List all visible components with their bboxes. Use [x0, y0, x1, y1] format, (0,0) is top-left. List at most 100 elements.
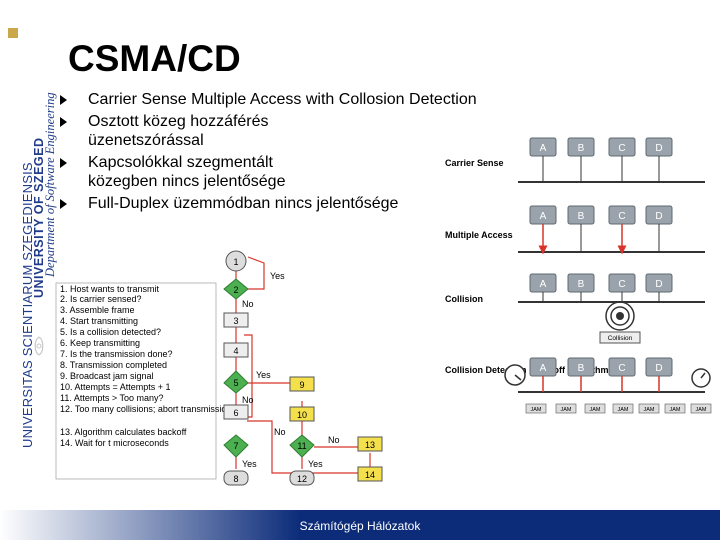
flow-node-4: 4 — [223, 342, 249, 358]
svg-text:C: C — [618, 143, 625, 154]
jam-signal-row: JAM JAM JAM JAM JAM JAM JAM — [525, 403, 712, 414]
step-text: 13. Algorithm calculates backoff — [60, 427, 187, 437]
csma-cd-flowchart: 1. Host wants to transmit 2. Is carrier … — [55, 250, 383, 486]
corner-accent — [8, 28, 18, 38]
flow-node-1: 1 — [225, 250, 247, 272]
station-c: C — [608, 137, 636, 157]
station-d: D — [645, 205, 673, 225]
university-logo-icon — [34, 336, 44, 356]
flow-node-8: 8 — [223, 470, 249, 486]
step-text: 7. Is the transmission done? — [60, 349, 173, 359]
svg-text:JAM: JAM — [618, 407, 629, 413]
label-yes: Yes — [270, 271, 285, 281]
label-yes: Yes — [256, 370, 271, 380]
bullet-item: Full-Duplex üzemmódban nincs jelentősége — [60, 194, 528, 213]
label-no: No — [328, 435, 340, 445]
step-text: 11. Attempts > Too many? — [60, 393, 163, 403]
svg-text:6: 6 — [233, 408, 238, 418]
step-text: 1. Host wants to transmit — [60, 284, 160, 294]
row-collision-detection: A B C D JAM JAM JAM JAM JAM JAM JAM — [504, 357, 712, 414]
bullet-item: Kapcsolókkal szegmentált közegben nincs … — [60, 153, 288, 191]
flow-node-6: 6 — [223, 404, 249, 420]
svg-text:B: B — [578, 211, 585, 222]
svg-text:C: C — [618, 211, 625, 222]
row-carrier-sense: A B C D — [518, 137, 705, 183]
flow-node-7: 7 — [223, 434, 249, 458]
svg-text:B: B — [578, 279, 585, 290]
station-b: B — [567, 357, 595, 377]
station-b: B — [567, 205, 595, 225]
collision-burst-icon — [605, 301, 635, 331]
bullet-item: Osztott közeg hozzáférés üzenetszórással — [60, 112, 288, 150]
step-text: 6. Keep transmitting — [60, 338, 140, 348]
svg-text:8: 8 — [233, 474, 238, 484]
step-text: 5. Is a collision detected? — [60, 327, 161, 337]
row-label-multiple-access: Multiple Access — [445, 230, 513, 240]
row-collision: A B C D Collision — [518, 273, 705, 344]
label-no: No — [274, 427, 286, 437]
label-yes: Yes — [308, 459, 323, 469]
svg-text:JAM: JAM — [531, 407, 542, 413]
bullet-list: Carrier Sense Multiple Access with Collo… — [60, 90, 528, 216]
slide-title: CSMA/CD — [68, 38, 241, 79]
svg-text:10: 10 — [297, 410, 307, 420]
steps-list: 1. Host wants to transmit 2. Is carrier … — [60, 284, 231, 448]
label-no: No — [242, 299, 254, 309]
station-a: A — [529, 205, 557, 225]
station-d: D — [645, 137, 673, 157]
svg-text:9: 9 — [299, 380, 304, 390]
svg-text:B: B — [578, 143, 585, 154]
bullet-text: Full-Duplex üzemmódban nincs jelentősége — [88, 195, 399, 212]
flow-node-12: 12 — [289, 470, 315, 486]
svg-text:A: A — [540, 211, 547, 222]
row-multiple-access: A B C D — [518, 205, 705, 255]
flow-labels: Yes No Yes No No No Yes Yes — [242, 271, 340, 469]
step-text: 14. Wait for t microseconds — [60, 438, 169, 448]
svg-text:12: 12 — [297, 474, 307, 484]
bullet-text: Kapcsolókkal szegmentált közegben nincs … — [88, 154, 286, 190]
svg-text:D: D — [655, 279, 662, 290]
bullet-arrow-icon — [60, 158, 67, 168]
bullet-text: Osztott közeg hozzáférés üzenetszórással — [88, 113, 269, 149]
step-text: 9. Broadcast jam signal — [60, 371, 154, 381]
station-b: B — [567, 137, 595, 157]
row-label-collision-detection: Collision Detection (Backoff algorithm) — [445, 365, 612, 375]
station-a: A — [529, 273, 557, 293]
svg-text:JAM: JAM — [590, 407, 601, 413]
step-text: 3. Assemble frame — [60, 305, 135, 315]
bullet-arrow-icon — [60, 95, 67, 105]
station-a: A — [529, 357, 557, 377]
step-text: 4. Start transmitting — [60, 316, 138, 326]
svg-text:7: 7 — [233, 441, 238, 451]
svg-text:D: D — [655, 211, 662, 222]
steps-list-box — [55, 282, 217, 480]
step-text: 8. Transmission completed — [60, 360, 167, 370]
svg-text:A: A — [540, 363, 547, 374]
svg-text:B: B — [578, 363, 585, 374]
svg-text:A: A — [540, 279, 547, 290]
step-text: 2. Is carrier sensed? — [60, 294, 142, 304]
svg-text:11: 11 — [297, 441, 306, 451]
label-yes: Yes — [242, 459, 257, 469]
station-d: D — [645, 357, 673, 377]
timer-left-icon — [504, 364, 526, 386]
svg-text:1: 1 — [233, 257, 238, 267]
label-no: No — [242, 395, 254, 405]
svg-text:C: C — [618, 279, 625, 290]
station-c: C — [608, 205, 636, 225]
flow-node-3: 3 — [223, 312, 249, 328]
svg-text:D: D — [655, 143, 662, 154]
svg-text:5: 5 — [233, 378, 238, 388]
row-label-carrier-sense: Carrier Sense — [445, 158, 504, 168]
station-c: C — [608, 357, 636, 377]
step-text: 10. Attempts = Attempts + 1 — [60, 382, 171, 392]
flow-node-11: 11 — [289, 434, 315, 458]
flow-node-9: 9 — [289, 376, 315, 392]
svg-text:JAM: JAM — [644, 407, 655, 413]
station-c: C — [608, 273, 636, 293]
svg-text:A: A — [540, 143, 547, 154]
svg-text:JAM: JAM — [561, 407, 572, 413]
timer-right-icon — [691, 368, 711, 388]
svg-text:14: 14 — [365, 470, 375, 480]
svg-text:2: 2 — [233, 285, 238, 295]
